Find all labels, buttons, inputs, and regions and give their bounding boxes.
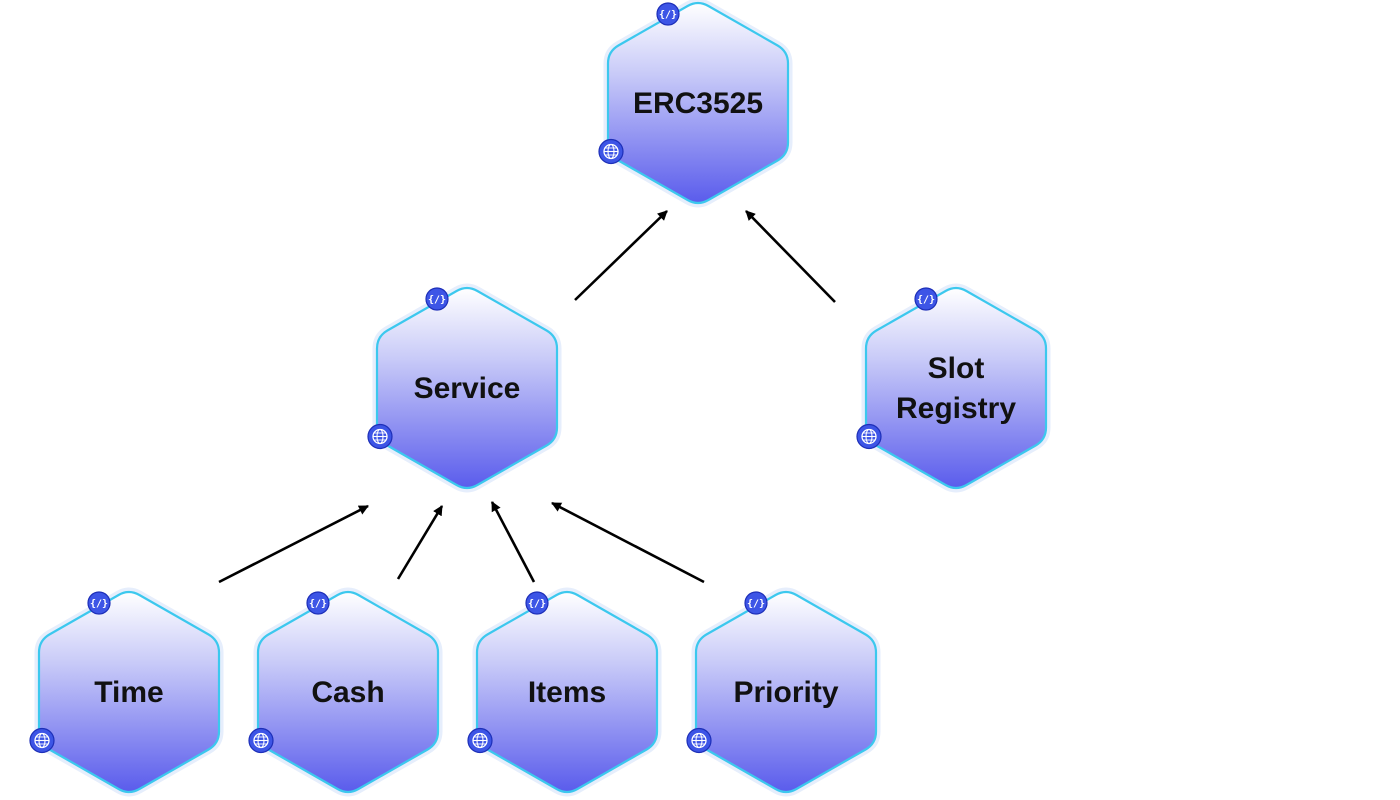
code-icon: {/} [425, 287, 449, 311]
arrow-items-to-service [490, 501, 536, 583]
globe-icon [248, 727, 274, 754]
node-cash[interactable]: Cash {/} [248, 587, 443, 797]
node-service[interactable]: Service {/} [367, 283, 562, 493]
node-items[interactable]: Items {/} [467, 587, 662, 797]
node-label: Items [528, 676, 606, 709]
code-icon: {/} [306, 591, 330, 615]
globe-icon [467, 727, 493, 754]
code-icon-glyph: {/} [528, 599, 546, 610]
code-icon-glyph: {/} [90, 599, 108, 610]
node-time[interactable]: Time {/} [29, 587, 224, 797]
node-label: Cash [311, 676, 384, 709]
arrow-service-to-erc3525 [574, 210, 668, 301]
arrow-cash-to-service [396, 505, 444, 580]
code-icon: {/} [914, 287, 938, 311]
edges-layer [218, 210, 836, 584]
arrow-priority-to-service [551, 501, 705, 584]
globe-icon [29, 727, 55, 754]
node-label: Priority [733, 676, 838, 709]
node-erc3525[interactable]: ERC3525 {/} [598, 0, 793, 208]
code-icon: {/} [656, 2, 680, 26]
code-icon: {/} [87, 591, 111, 615]
globe-icon [686, 727, 712, 754]
hexagon-shape [375, 286, 559, 490]
node-label: Service [414, 372, 521, 405]
hexagon-shape [37, 590, 221, 794]
globe-icon [598, 138, 624, 165]
globe-icon [367, 423, 393, 450]
arrow-time-to-service [218, 504, 369, 584]
code-icon-glyph: {/} [659, 10, 677, 21]
node-label: Time [94, 676, 163, 709]
code-icon: {/} [525, 591, 549, 615]
hexagon-shape [694, 590, 878, 794]
hexagon-shape [864, 286, 1048, 490]
hexagon-shape [606, 1, 790, 205]
node-label: Slot [928, 352, 985, 385]
arrow-slot_registry-to-erc3525 [745, 210, 836, 303]
code-icon-glyph: {/} [747, 599, 765, 610]
node-label: ERC3525 [633, 87, 763, 120]
hexagon-shape [256, 590, 440, 794]
hexagon-shape [475, 590, 659, 794]
node-priority[interactable]: Priority {/} [686, 587, 881, 797]
code-icon: {/} [744, 591, 768, 615]
node-label: Registry [896, 392, 1016, 425]
code-icon-glyph: {/} [428, 295, 446, 306]
globe-icon [856, 423, 882, 450]
code-icon-glyph: {/} [309, 599, 327, 610]
code-icon-glyph: {/} [917, 295, 935, 306]
